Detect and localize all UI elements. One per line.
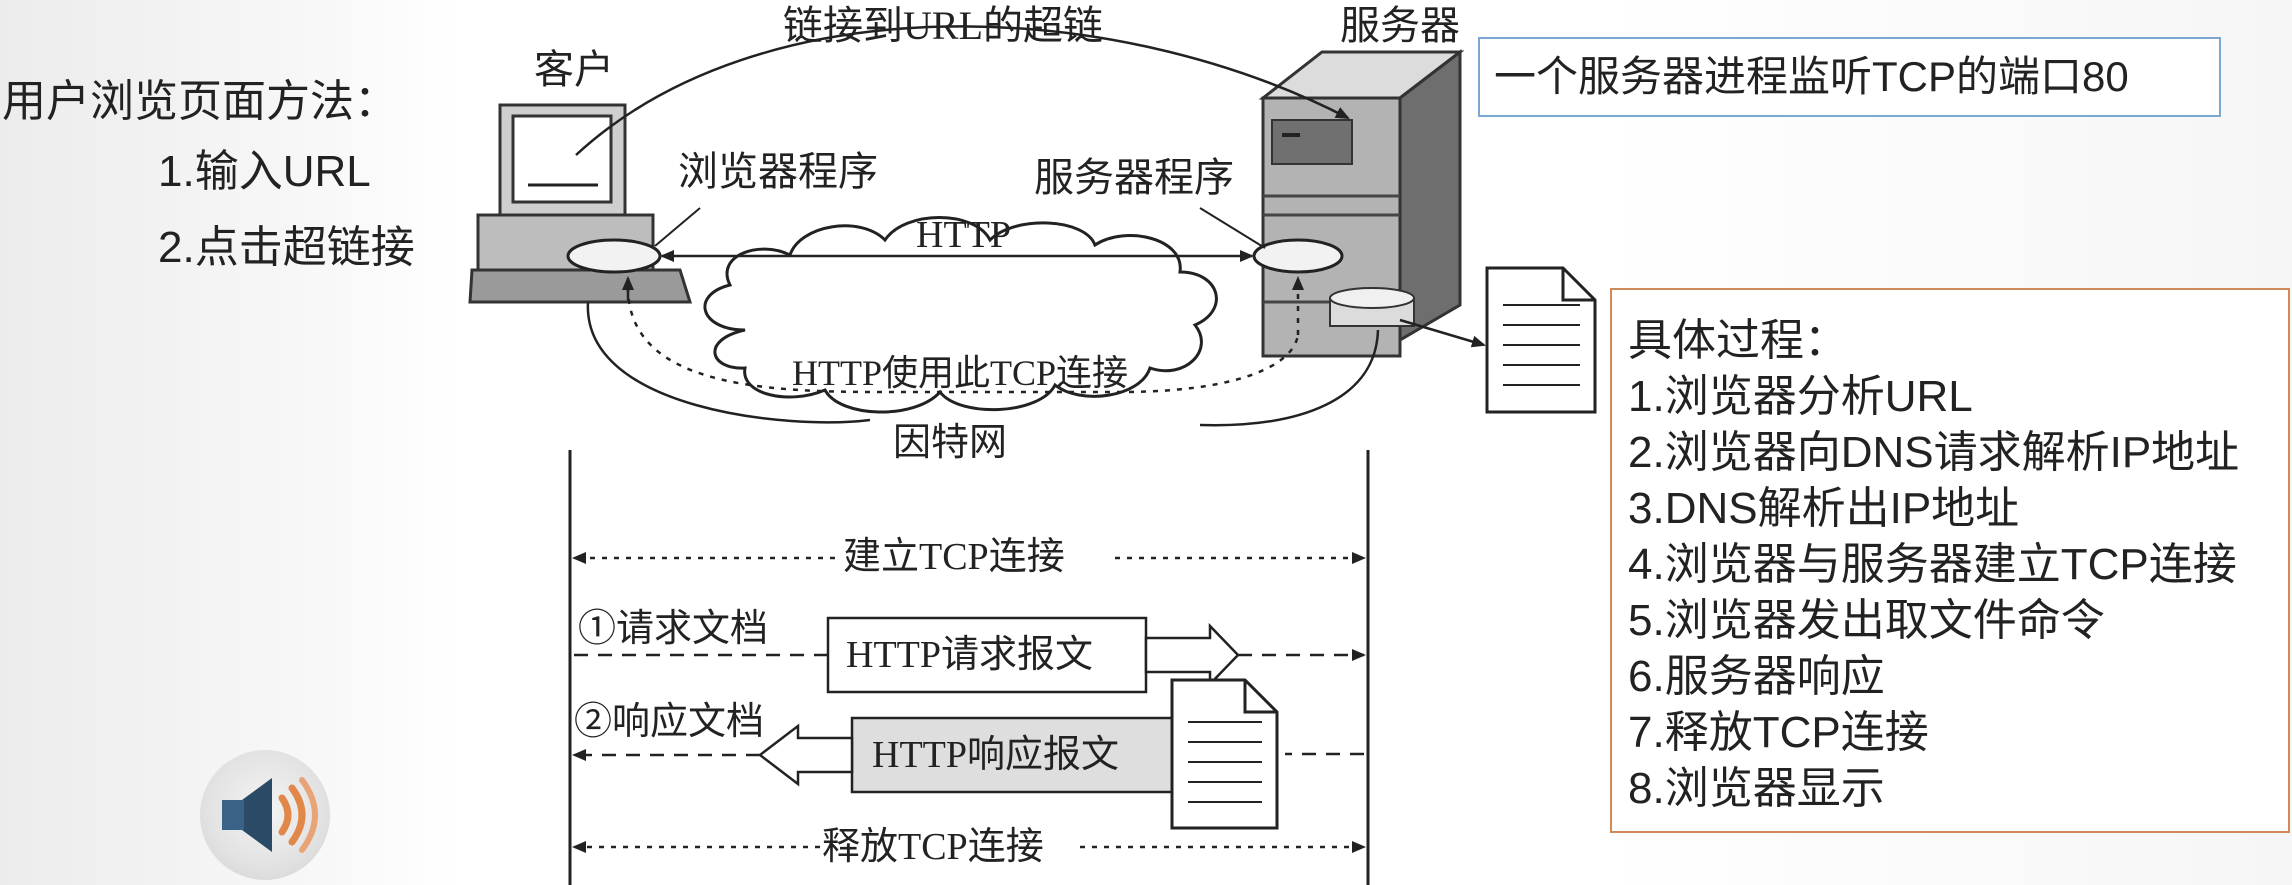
browser-program-pointer (654, 207, 701, 247)
process-box: 具体过程： 1.浏览器分析URL 2.浏览器向DNS请求解析IP地址 3.DNS… (1610, 288, 2290, 833)
internet-label: 因特网 (893, 422, 1008, 464)
release-tcp-label: 释放TCP连接 (822, 826, 1044, 868)
document-icon (1485, 266, 1597, 414)
server-program-label: 服务器程序 (1034, 155, 1234, 200)
method-title: 用户浏览页面方法： (2, 77, 398, 126)
request-block-arrow (1144, 622, 1240, 688)
process-step: 5.浏览器发出取文件命令 (1628, 596, 2105, 645)
hyperlink-arc (575, 25, 1350, 156)
tcp-dotted-line (626, 286, 1300, 394)
process-step: 2.浏览器向DNS请求解析IP地址 (1628, 428, 2240, 477)
method-item-hyperlink: 2.点击超链接 (158, 223, 415, 272)
response-message-box (850, 716, 1174, 794)
speaker-icon (222, 777, 318, 853)
process-step: 8.浏览器显示 (1628, 764, 1885, 813)
process-step: 1.浏览器分析URL (1628, 372, 1973, 421)
response-document-label: ②响应文档 (574, 701, 765, 743)
request-message-box (826, 616, 1148, 694)
process-step: 4.浏览器与服务器建立TCP连接 (1628, 540, 2237, 589)
request-message-label: HTTP请求报文 (846, 634, 1094, 676)
response-message-label: HTTP响应报文 (872, 734, 1120, 776)
cloud-icon (703, 216, 1218, 414)
http-label: HTTP (916, 214, 1011, 256)
process-step: 3.DNS解析出IP地址 (1628, 484, 2020, 533)
server-icon (1252, 48, 1465, 358)
internet-link-line (586, 301, 1380, 427)
browser-program-label: 浏览器程序 (678, 149, 878, 194)
port-note-text: 一个服务器进程监听TCP的端口80 (1494, 53, 2129, 100)
client-label: 客户 (534, 47, 614, 92)
response-document-icon (1170, 678, 1279, 830)
establish-tcp-label: 建立TCP连接 (843, 536, 1065, 578)
audio-button[interactable] (200, 750, 330, 880)
process-title: 具体过程： (1628, 316, 1848, 365)
server-label: 服务器 (1340, 3, 1460, 48)
hyperlink-label: 链接到URL的超链 (783, 3, 1103, 48)
process-step: 6.服务器响应 (1628, 652, 1885, 701)
computer-icon (468, 103, 693, 304)
process-step: 7.释放TCP连接 (1628, 708, 1929, 757)
response-block-arrow (757, 723, 854, 787)
method-item-url: 1.输入URL (158, 147, 371, 196)
server-program-pointer (1199, 207, 1266, 249)
port-note-box: 一个服务器进程监听TCP的端口80 (1478, 37, 2221, 117)
server-to-document-arrow (1399, 318, 1486, 348)
request-document-label: ①请求文档 (578, 608, 769, 650)
tcp-connection-label: HTTP使用此TCP连接 (792, 353, 1129, 393)
